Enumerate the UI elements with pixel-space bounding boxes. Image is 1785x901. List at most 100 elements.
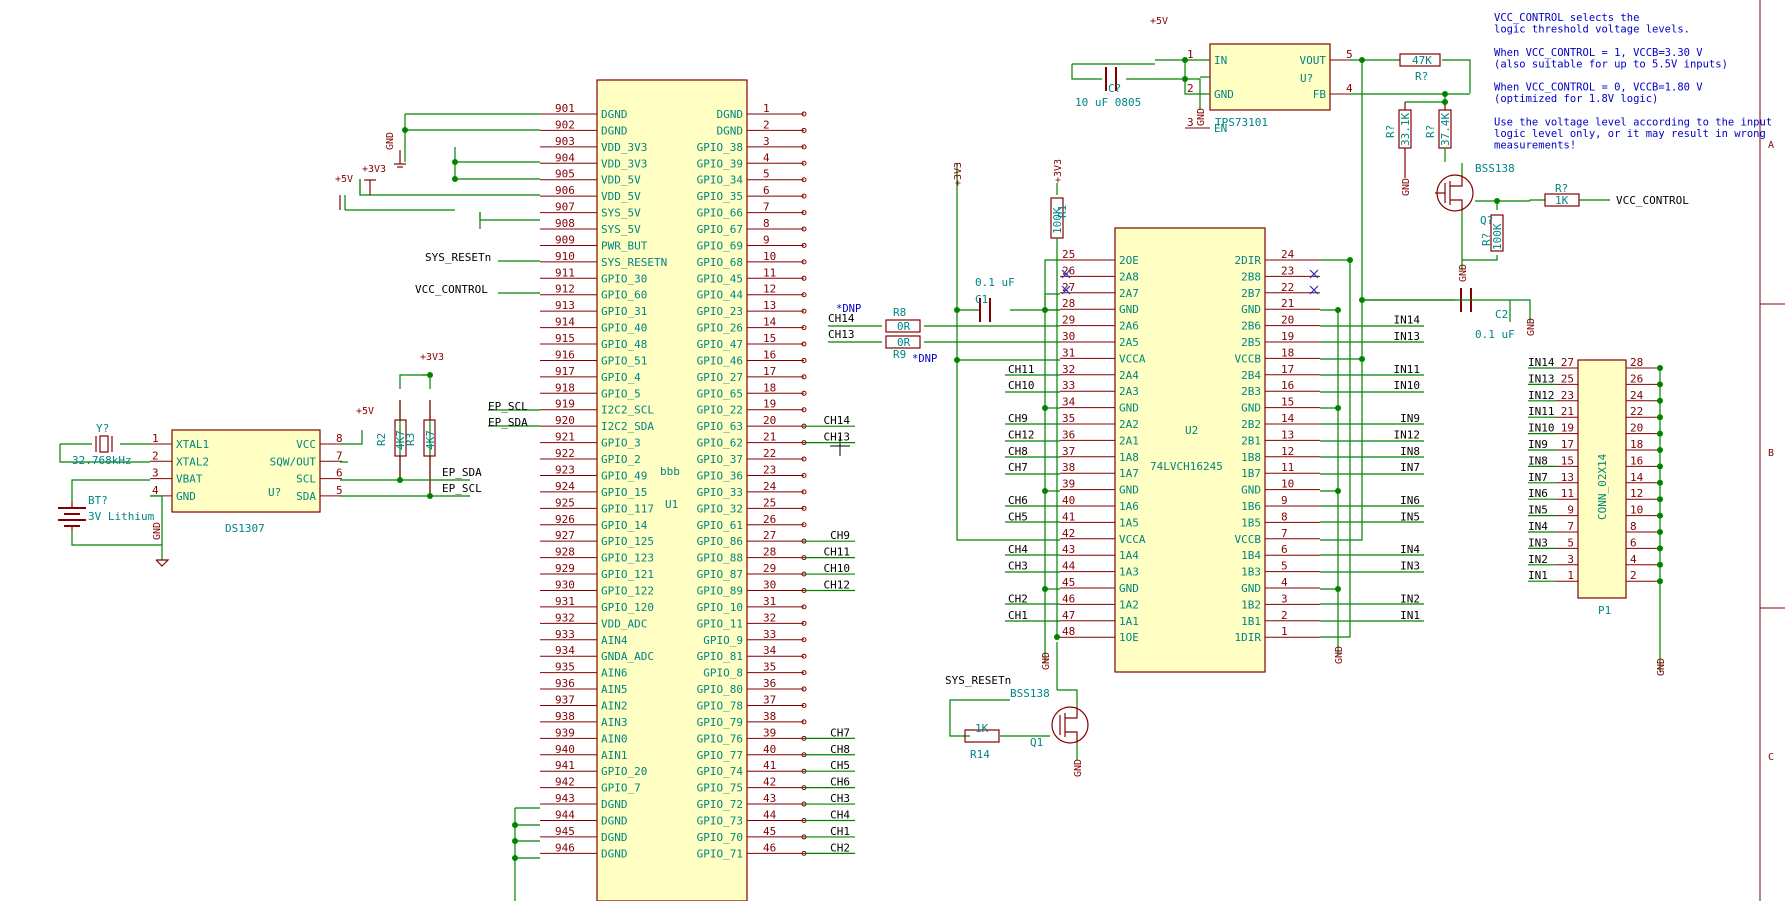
u1-pin-end-circle	[801, 719, 807, 725]
u2-right-net-label: IN2	[1400, 592, 1420, 605]
u2-left-net-label: CH4	[1008, 543, 1028, 556]
p1-net-label: IN14	[1528, 356, 1555, 369]
p1-net-label: IN11	[1528, 405, 1555, 418]
u2-pin-number-right: 20	[1281, 314, 1294, 327]
u1-pin-name-left: GPIO_49	[601, 469, 647, 482]
u1-pin-end-circle	[801, 686, 807, 692]
u1-pin-number-left: 920	[555, 414, 575, 427]
u1-pin-name-right: GPIO_68	[697, 256, 743, 269]
power-label-5v: +5V	[335, 174, 353, 185]
u1-pin-number-right: 32	[763, 611, 776, 624]
net-label-vcc-control: VCC_CONTROL	[415, 283, 488, 296]
u2-pin-number-left: 28	[1062, 297, 1075, 310]
u2-pin-number-left: 38	[1062, 461, 1075, 474]
u1-pin-number-left: 933	[555, 628, 575, 641]
u2-left-net-label: CH2	[1008, 592, 1028, 605]
u2-right-net-label: IN8	[1400, 445, 1420, 458]
u1-pin-number-right: 16	[763, 348, 776, 361]
u1-pin-number-right: 34	[763, 644, 777, 657]
u1-pin-number-right: 35	[763, 661, 776, 674]
u2-pin-name-left: 1A8	[1119, 451, 1139, 464]
u2-pin-number-left: 35	[1062, 412, 1075, 425]
u1-pin-number-right: 33	[763, 628, 776, 641]
u1-pin-number-left: 939	[555, 726, 575, 739]
p1-net-label: IN12	[1528, 389, 1555, 402]
u1-pin-name-left: VDD_ADC	[601, 617, 647, 630]
u1-pin-number-right: 4	[763, 151, 770, 164]
u2-right-net-label: IN9	[1400, 412, 1420, 425]
u1-pin-end-circle	[801, 341, 807, 347]
u2-pin-name-left: 1A3	[1119, 566, 1139, 579]
u2-pin-name-left: 2OE	[1119, 254, 1139, 267]
p1-pin-number-right: 4	[1630, 553, 1637, 566]
u1-pin-name-left: GPIO_14	[601, 519, 648, 532]
ds1307-pin-number-right: 5	[336, 484, 343, 497]
r14-ref: R14	[970, 748, 990, 761]
crosshair-cursor-icon	[830, 436, 850, 456]
q2-ref: Q?	[1480, 214, 1493, 227]
u2-pin-name-left: GND	[1119, 484, 1139, 497]
u2-pin-number-right: 6	[1281, 543, 1288, 556]
u2-net-labels: CH11CH10CH9CH12CH8CH7CH6CH5CH4CH3CH2CH1I…	[1008, 314, 1420, 622]
u2-pin-number-left: 31	[1062, 346, 1075, 359]
u2-right-net-label: IN3	[1400, 560, 1420, 573]
q2-transistor	[1435, 163, 1610, 270]
u1-pin-name-left: DGND	[601, 108, 628, 121]
r1k-value: 1K	[1555, 194, 1569, 207]
u2-pin-name-right: 1B5	[1241, 516, 1261, 529]
u1-pin-name-right: GPIO_79	[697, 716, 743, 729]
u1-pin-name-right: GPIO_8	[703, 667, 743, 680]
u2-right-net-label: IN1	[1400, 609, 1420, 622]
u1-pin-name-left: VDD_5V	[601, 190, 641, 203]
u2-pin-name-right: 1B1	[1241, 615, 1261, 628]
u1-pin-end-circle	[801, 472, 807, 478]
u1-pin-number-right: 38	[763, 710, 776, 723]
tps-pin-name-right: VOUT	[1300, 54, 1327, 67]
p1-net-label: IN4	[1528, 520, 1548, 533]
u1-pin-name-left: VDD_3V3	[601, 141, 647, 154]
u1-pin-number-left: 930	[555, 578, 575, 591]
r8-value: 0R	[897, 320, 911, 333]
u2-pin-name-right: 1B4	[1241, 549, 1261, 562]
u2-left-net-label: CH12	[1008, 428, 1035, 441]
u1-pin-name-right: GPIO_63	[697, 420, 743, 433]
u1-pin-name-right: GPIO_87	[697, 568, 743, 581]
u1-pin-end-circle	[801, 505, 807, 511]
u1-pin-name-left: PWR_BUT	[601, 239, 648, 252]
u1-pin-name-left: GPIO_7	[601, 782, 641, 795]
u2-right-net-label: IN11	[1394, 363, 1421, 376]
u2-pin-number-left: 34	[1062, 396, 1076, 409]
p1-ref: P1	[1598, 604, 1611, 617]
u2-pin-name-right: GND	[1241, 402, 1261, 415]
r1-value: 100K	[1051, 207, 1064, 234]
u1-pin-name-right: GPIO_81	[697, 650, 743, 663]
u1-pin-name-left: GPIO_51	[601, 354, 647, 367]
u2-pin-number-right: 4	[1281, 576, 1288, 589]
u1-left-wiring	[344, 113, 540, 901]
u1-pin-number-right: 5	[763, 168, 770, 181]
u1-net-label: CH7	[830, 726, 850, 739]
u1-pin-name-left: GPIO_20	[601, 765, 647, 778]
note-line: When VCC_CONTROL = 0, VCCB=1.80 V	[1494, 82, 1703, 94]
p1-net-label: IN13	[1528, 372, 1555, 385]
u2-pin-name-left: 1A2	[1119, 598, 1139, 611]
u2-pin-number-right: 23	[1281, 264, 1294, 277]
p1-pin-number-right: 12	[1630, 487, 1643, 500]
u2-pin-number-right: 12	[1281, 445, 1294, 458]
u1-pin-number-right: 43	[763, 792, 776, 805]
u1-pin-number-left: 922	[555, 447, 575, 460]
net-label-ep-scl: EP_SCL	[488, 400, 528, 413]
u1-pin-number-left: 919	[555, 398, 575, 411]
r3-value: 4K7	[424, 430, 437, 450]
u1-pin-name-left: GPIO_2	[601, 453, 641, 466]
p1-pin-number-right: 8	[1630, 520, 1637, 533]
u1-pin-end-circle	[801, 325, 807, 331]
u1-pin-number-left: 935	[555, 661, 575, 674]
r100k-ref: R?	[1480, 233, 1493, 246]
u2-pin-name-right: 2B3	[1241, 385, 1261, 398]
u1-pin-end-circle	[801, 670, 807, 676]
u1-pin-name-left: GPIO_4	[601, 371, 641, 384]
u1-value: bbb	[660, 465, 680, 478]
